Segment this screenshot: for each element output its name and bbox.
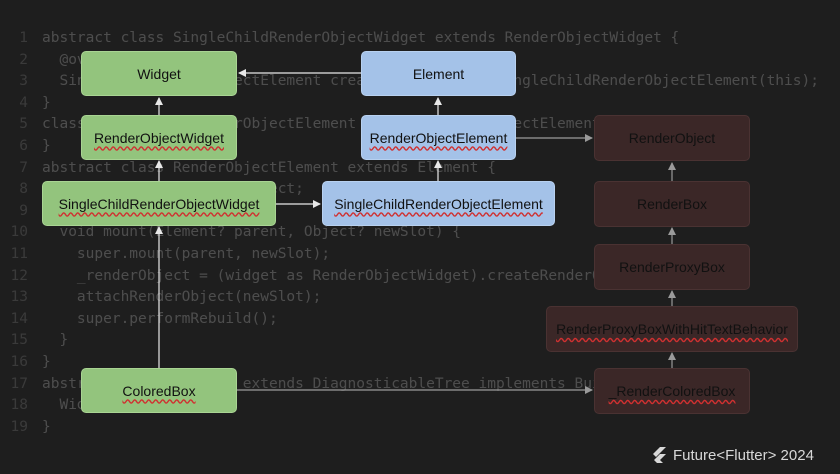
line-number: 16 [10, 354, 28, 370]
node-render-object: RenderObject [594, 115, 750, 161]
line-number: 2 [19, 51, 28, 68]
code-line: 4} [0, 92, 51, 114]
code-text: } [42, 418, 51, 435]
line-number: 1 [19, 30, 28, 46]
node-element: Element [361, 51, 516, 96]
code-text: } [42, 94, 51, 111]
flutter-logo-icon [653, 447, 666, 463]
line-number: 10 [10, 224, 28, 241]
code-line: 14 super.performRebuild(); [0, 308, 278, 330]
line-number: 3 [19, 73, 28, 90]
line-number: 17 [10, 375, 28, 392]
line-number: 15 [10, 332, 28, 349]
code-line: 9 [0, 200, 42, 222]
line-number: 8 [19, 181, 28, 198]
code-text: super.mount(parent, newSlot); [42, 246, 331, 262]
code-text: } [42, 354, 51, 370]
line-number: 14 [10, 310, 28, 327]
code-line: 16} [0, 351, 51, 373]
code-line: 7 abstract class RenderObjectElement exte… [0, 157, 496, 179]
logo-text: Future<Flutter> 2024 [673, 446, 814, 464]
node-single-child-render-object-widget: SingleChildRenderObjectWidget [42, 181, 276, 226]
node-render-box-label: RenderBox [636, 196, 708, 212]
line-number: 9 [19, 202, 28, 219]
node-render-object-element: RenderObjectElement [361, 115, 516, 160]
node-render-box: RenderBox [594, 181, 750, 227]
node-element-label: Element [412, 65, 465, 82]
line-number: 7 [19, 159, 28, 176]
conference-logo: Future<Flutter> 2024 [650, 444, 814, 466]
line-number: 12 [10, 267, 28, 284]
node-widget: Widget [81, 51, 237, 96]
node-render-proxy-box: RenderProxyBox [594, 244, 750, 290]
node-single-child-render-object-element: SingleChildRenderObjectElement [322, 181, 555, 226]
code-line: 15 } [0, 329, 69, 351]
line-number: 5 [19, 116, 28, 133]
line-number: 18 [10, 397, 28, 414]
node-colored-box: ColoredBox [81, 368, 237, 413]
code-text: abstract class SingleChildRenderObjectWi… [42, 30, 680, 46]
code-line: 11 super.mount(parent, newSlot); [0, 243, 331, 265]
node-render-proxy-box-label: RenderProxyBox [619, 259, 725, 275]
line-number: 11 [10, 246, 28, 262]
node-widget-label: Widget [137, 65, 181, 82]
line-number: 19 [10, 418, 28, 435]
node-render-object-element-label: RenderObjectElement [369, 129, 508, 146]
line-number: 6 [19, 138, 28, 154]
node-render-colored-box: _RenderColoredBox [594, 368, 750, 414]
line-number: 4 [19, 94, 28, 111]
code-text: } [42, 332, 69, 349]
line-number: 13 [10, 289, 28, 306]
node-colored-box-label: ColoredBox [122, 382, 196, 399]
code-line: 1 abstract class SingleChildRenderObjectW… [0, 27, 679, 49]
node-render-object-widget-label: RenderObjectWidget [94, 129, 224, 146]
node-single-child-render-object-element-label: SingleChildRenderObjectElement [334, 195, 543, 212]
node-render-colored-box-label: _RenderColoredBox [608, 383, 736, 399]
code-line: 10 void mount(Element? parent, Object? n… [0, 221, 462, 243]
code-line: 6} [0, 135, 51, 157]
node-render-object-label: RenderObject [628, 130, 716, 146]
node-render-proxy-box-with-hit-test: RenderProxyBoxWithHitTextBehavior [546, 306, 798, 352]
node-single-child-render-object-widget-label: SingleChildRenderObjectWidget [58, 195, 260, 212]
node-render-object-widget: RenderObjectWidget [81, 115, 237, 160]
code-text: void mount(Element? parent, Object? newS… [42, 224, 462, 241]
code-text: attachRenderObject(newSlot); [42, 289, 322, 306]
code-line: 19} [0, 416, 51, 438]
code-text: super.performRebuild(); [42, 310, 278, 327]
code-text: abstract class RenderObjectElement exten… [42, 159, 496, 176]
node-render-proxy-box-with-hit-test-label: RenderProxyBoxWithHitTextBehavior [556, 321, 788, 337]
code-text: } [42, 138, 51, 154]
code-line: 13 attachRenderObject(newSlot); [0, 286, 322, 308]
